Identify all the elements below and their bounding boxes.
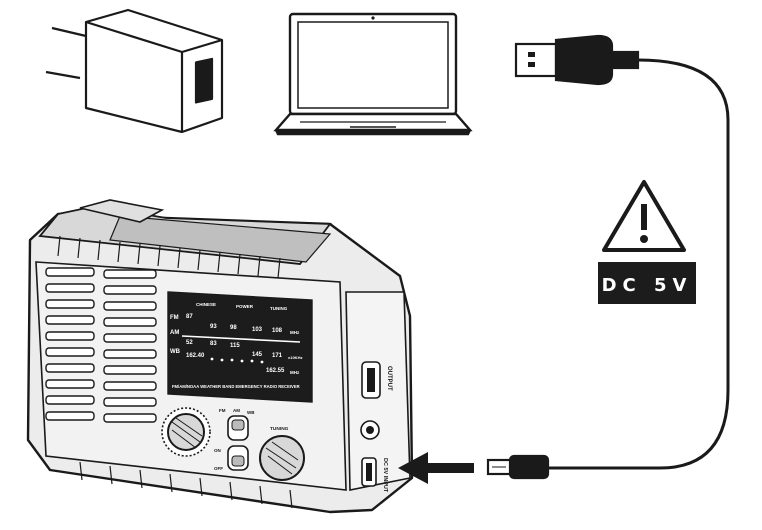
- fm-tick-1: 87: [186, 314, 193, 320]
- am-tick-5: 171: [272, 353, 283, 359]
- scale-header-1: CHINESE: [196, 302, 216, 307]
- dc-voltage-label: DC 5V: [602, 275, 693, 296]
- switch-fm-label: FM: [219, 408, 226, 413]
- scale-header-2: POWER: [236, 304, 254, 309]
- laptop-icon: [273, 12, 473, 136]
- insert-arrow-icon: [398, 452, 474, 484]
- wb-tick-2: 162.55: [266, 368, 285, 374]
- headphone-jack[interactable]: [360, 420, 380, 440]
- tuning-label: TUNING: [270, 426, 289, 432]
- tuning-knob[interactable]: TUNING: [259, 426, 305, 481]
- wb-tick-1: 162.40: [186, 353, 205, 359]
- speaker-grille: [45, 267, 157, 423]
- band-switch[interactable]: FM AM WB: [219, 408, 255, 441]
- switch-am-label: AM: [233, 408, 240, 413]
- band-fm: FM: [170, 315, 179, 321]
- am-tick-1: 52: [186, 340, 193, 346]
- warning-triangle-icon: [602, 180, 686, 252]
- fm-tick-5: 108: [272, 328, 283, 334]
- scale-header-3: TUNING: [270, 306, 288, 311]
- micro-usb-input-port[interactable]: [361, 457, 377, 487]
- output-label: OUTPUT: [386, 366, 392, 391]
- fm-tick-4: 103: [252, 327, 263, 333]
- am-tick-4: 145: [252, 352, 263, 358]
- am-unit: x10KHz: [288, 355, 302, 360]
- wall-adapter-icon: [45, 8, 224, 134]
- fm-tick-3: 98: [230, 325, 237, 331]
- dc-input-label: DC 5V INPUT: [382, 458, 388, 493]
- power-switch[interactable]: ON OFF: [214, 445, 249, 471]
- am-tick-3: 115: [230, 343, 240, 349]
- switch-wb-label: WB: [247, 410, 255, 415]
- dc-voltage-label-box: DC 5V: [598, 262, 696, 304]
- radio: CHINESE POWER TUNING FM 87 93 98 103 108…: [26, 199, 414, 514]
- fm-unit: MHz: [290, 330, 300, 335]
- usb-output-port[interactable]: [361, 361, 381, 399]
- wb-unit: MHz: [290, 370, 300, 375]
- usb-cable-icon: [486, 34, 730, 480]
- am-tick-2: 83: [210, 341, 217, 347]
- fm-tick-2: 93: [210, 324, 217, 330]
- band-wb: WB: [170, 349, 181, 355]
- volume-knob[interactable]: [161, 407, 211, 457]
- switch-on-label: ON: [214, 448, 221, 453]
- band-am: AM: [170, 330, 179, 336]
- scale-caption: FM/AM/NOAA WEATHER BAND EMERGENCY RADIO …: [172, 384, 300, 389]
- switch-off-label: OFF: [214, 466, 223, 471]
- tuning-scale: CHINESE POWER TUNING FM 87 93 98 103 108…: [167, 291, 313, 403]
